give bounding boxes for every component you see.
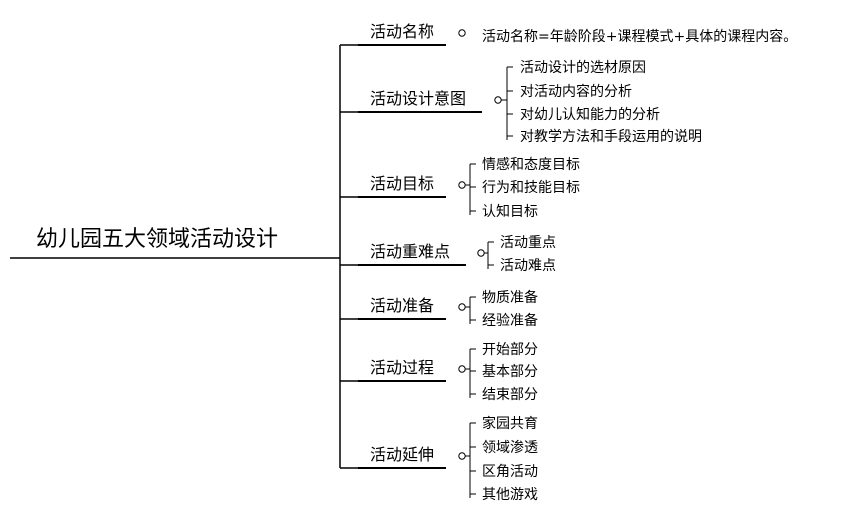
branch-node: 活动名称 活动名称=年龄阶段+课程模式+具体的课程内容。 [340,22,797,46]
branch-label: 活动重难点 [370,242,450,261]
leaf-label: 经验准备 [482,312,538,329]
collapse-toggle-icon[interactable] [458,181,466,189]
collapse-toggle-icon[interactable] [494,96,502,104]
leaf-label: 行为和技能目标 [482,180,580,196]
collapse-toggle-icon[interactable] [477,249,485,257]
branch-node: 活动设计意图 活动设计的选材原因对活动内容的分析对幼儿认知能力的分析对教学方法和手… [340,60,702,145]
leaf-label: 活动名称=年龄阶段+课程模式+具体的课程内容。 [482,28,797,45]
leaf-label: 开始部分 [482,342,538,358]
leaf-label: 物质准备 [482,289,538,306]
leaf-label: 领域渗透 [482,440,538,456]
leaf-label: 活动难点 [500,258,556,274]
leaf-label: 基本部分 [482,363,538,380]
collapse-toggle-icon[interactable] [458,303,466,311]
leaf-label: 活动设计的选材原因 [520,60,646,76]
leaf-label: 认知目标 [482,203,538,220]
branch-label: 活动目标 [370,174,434,193]
collapse-toggle-icon[interactable] [458,452,466,460]
root-node: 幼儿园五大领域活动设计 [10,227,340,259]
leaf-label: 情感和态度目标 [482,156,580,173]
leaf-label: 对活动内容的分析 [520,83,632,100]
branch-label: 活动过程 [370,358,434,377]
branch-label: 活动名称 [370,22,434,41]
leaf-label: 活动重点 [500,235,556,251]
leaf-label: 结束部分 [482,387,538,403]
root-label: 幼儿园五大领域活动设计 [36,227,278,252]
collapse-toggle-icon[interactable] [458,29,466,37]
leaf-label: 对教学方法和手段运用的说明 [520,129,702,145]
branch-label: 活动延伸 [370,445,434,464]
leaf-label: 区角活动 [482,464,538,480]
leaf-label: 家园共育 [482,415,538,432]
branch-label: 活动准备 [370,296,434,315]
branch-label: 活动设计意图 [370,89,466,108]
leaf-label: 其他游戏 [482,487,538,503]
branches-layer: 活动名称 活动名称=年龄阶段+课程模式+具体的课程内容。活动设计意图 活动设计的选材… [340,22,797,503]
collapse-toggle-icon[interactable] [458,365,466,373]
leaf-label: 对幼儿认知能力的分析 [520,106,660,123]
